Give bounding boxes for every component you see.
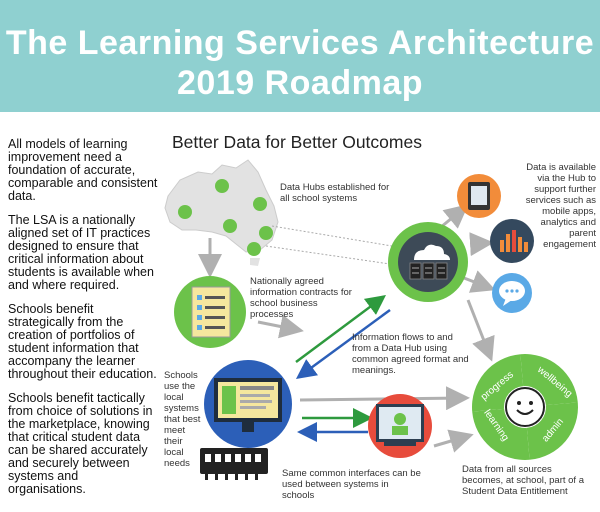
- server-rack-icon: [200, 448, 268, 480]
- intro-paragraph: Schools benefit tactically from choice o…: [8, 391, 153, 496]
- label-data-available: Data is available via the Hub to support…: [525, 162, 596, 250]
- hub-dot: [223, 219, 237, 233]
- intro-paragraph: The LSA is a nationally aligned set of I…: [8, 213, 154, 292]
- intro-paragraph: All models of learning improvement need …: [8, 137, 158, 203]
- arrow-to-chat: [463, 270, 496, 293]
- header-banner: The Learning Services Architecture 2019 …: [0, 0, 600, 112]
- intro-text: All models of learning improvement need …: [8, 138, 158, 507]
- hub-dot: [178, 205, 192, 219]
- arrow-school-to-entitlement: [299, 386, 470, 411]
- tablet-icon: [457, 174, 501, 218]
- arrow-to-entitlement: [466, 299, 495, 362]
- connector-line: [265, 245, 391, 265]
- label-schools: Schools use the local systems that best …: [164, 370, 201, 469]
- chat-icon: [492, 273, 532, 313]
- hub-dot: [215, 179, 229, 193]
- label-data-hubs: Data Hubs established for all school sys…: [280, 182, 390, 204]
- contract-document-icon: [174, 276, 246, 348]
- label-entitlement: Data from all sources becomes, at school…: [462, 464, 584, 497]
- connector-line: [271, 225, 393, 247]
- intro-paragraph: Schools benefit strategically from the c…: [8, 302, 157, 381]
- diagram-subtitle: Better Data for Better Outcomes: [172, 132, 422, 152]
- data-hub-icon: [388, 222, 468, 302]
- arrow-right: [257, 314, 304, 339]
- arrow-to-analytics: [469, 232, 494, 257]
- label-info-flows: Information flows to and from a Data Hub…: [352, 332, 469, 376]
- student-entitlement-ring: progress wellbeing learning admin: [472, 354, 578, 460]
- australia-map-icon: [164, 159, 279, 266]
- label-contracts: Nationally agreed information contracts …: [250, 276, 352, 320]
- hub-dot: [253, 197, 267, 211]
- page-title-line1: The Learning Services Architecture: [5, 24, 595, 62]
- hub-dot: [247, 242, 261, 256]
- label-interfaces: Same common interfaces can be used betwe…: [282, 468, 421, 501]
- arrow-app-to-entitlement: [433, 429, 474, 453]
- school-computer-icon: [204, 360, 292, 448]
- analytics-icon: [490, 219, 534, 263]
- app-screen-icon: [368, 394, 432, 458]
- arrow-hub-to-school: [295, 308, 391, 379]
- hub-dot: [259, 226, 273, 240]
- arrow-school-to-hub: [295, 295, 387, 364]
- page-title-line2: 2019 Roadmap: [177, 64, 423, 102]
